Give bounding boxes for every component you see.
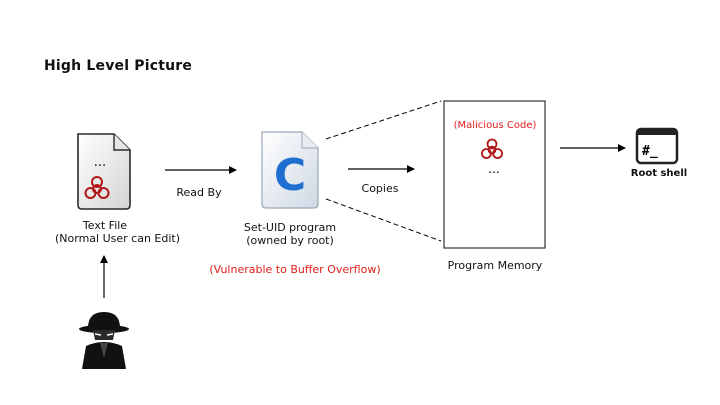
document-icon — [77, 133, 131, 210]
text-file-label: Text File (Normal User can Edit) — [55, 219, 181, 245]
biohazard-icon — [480, 138, 503, 159]
program-memory-box — [443, 100, 546, 249]
program-memory-label: Program Memory — [447, 259, 543, 272]
text-file-content-marker: ... — [94, 155, 106, 170]
spy-icon — [79, 312, 129, 369]
c-source-file-icon — [261, 131, 319, 209]
zoom-line-bottom — [325, 198, 442, 242]
program-warning: (Vulnerable to Buffer Overflow) — [209, 263, 381, 276]
text-file-note: (Normal User can Edit) — [55, 232, 181, 245]
read-by-label: Read By — [176, 186, 222, 199]
malicious-code-label: (Malicious Code) — [454, 120, 537, 131]
zoom-line-top — [325, 100, 442, 140]
program-owner: (owned by root) — [246, 234, 334, 247]
terminal-prompt: #_ — [642, 144, 658, 159]
root-shell-label: Root shell — [630, 168, 688, 179]
c-letter: C — [274, 150, 306, 201]
page-title: High Level Picture — [44, 58, 193, 74]
program-name: Set-UID program — [243, 221, 337, 234]
memory-dots: ... — [488, 162, 499, 176]
terminal-icon — [635, 127, 679, 165]
text-file-name: Text File — [82, 219, 128, 232]
program-label: Set-UID program (owned by root) — [235, 221, 345, 247]
biohazard-icon — [84, 176, 110, 199]
copies-label: Copies — [361, 182, 399, 195]
